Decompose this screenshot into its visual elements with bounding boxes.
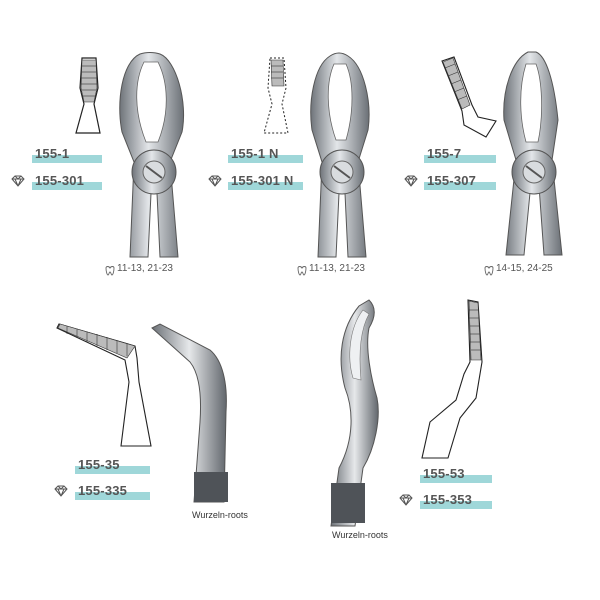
diamond-code-bar <box>228 182 303 190</box>
tooth-numbers: 14-15, 24-25 <box>496 263 553 274</box>
product-code: 155-35 <box>78 457 120 472</box>
diamond-icon <box>53 484 69 502</box>
diamond-code-bar <box>75 492 150 500</box>
code-bar <box>32 155 102 163</box>
forceps-image <box>503 51 563 256</box>
tooth-icon <box>297 263 307 281</box>
diamond-icon <box>10 174 26 192</box>
tooth-icon <box>105 263 115 281</box>
forceps-image <box>310 52 370 258</box>
diamond-code-bar <box>32 182 102 190</box>
diamond-product-code: 155-353 <box>423 492 473 507</box>
code-bar <box>75 466 150 474</box>
diamond-product-code: 155-301 <box>35 173 85 188</box>
forceps-image <box>119 52 185 258</box>
diamond-code-bar <box>420 501 492 509</box>
diamond-product-code: 155-307 <box>427 173 477 188</box>
caption: Wurzeln-roots <box>332 530 388 540</box>
tooth-numbers: 11-13, 21-23 <box>309 263 365 274</box>
beak-outline-drawing <box>441 56 497 138</box>
diamond-product-code: 155-301 N <box>231 173 294 188</box>
tooth-icon <box>484 263 494 281</box>
product-code: 155-1 <box>35 146 70 161</box>
beak-outline-drawing <box>75 57 101 134</box>
forceps-image <box>330 299 379 527</box>
product-code: 155-7 <box>427 146 462 161</box>
beak-outline-drawing <box>263 57 289 134</box>
code-bar <box>228 155 303 163</box>
diamond-code-bar <box>424 182 496 190</box>
caption: Wurzeln-roots <box>192 510 248 520</box>
diamond-icon <box>398 493 414 511</box>
diamond-icon <box>403 174 419 192</box>
code-bar <box>420 475 492 483</box>
beak-outline-drawing <box>421 299 483 459</box>
diamond-product-code: 155-335 <box>78 483 128 498</box>
forceps-image <box>151 323 228 503</box>
diamond-icon <box>207 174 223 192</box>
tooth-numbers: 11-13, 21-23 <box>117 263 173 274</box>
product-code: 155-1 N <box>231 146 279 161</box>
product-code: 155-53 <box>423 466 465 481</box>
code-bar <box>424 155 496 163</box>
beak-outline-drawing <box>56 323 152 447</box>
